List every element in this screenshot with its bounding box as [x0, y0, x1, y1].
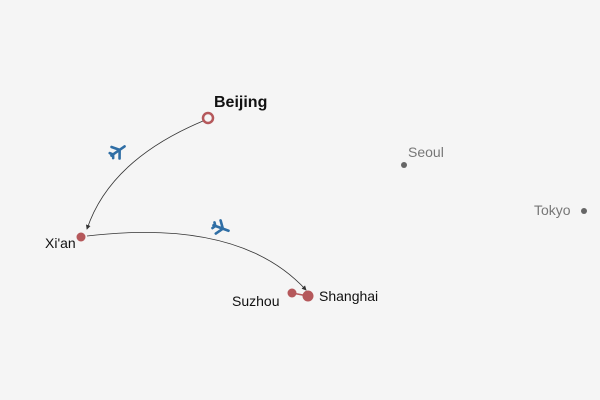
city-marker-seoul[interactable] — [401, 162, 407, 168]
route-xian-shanghai — [86, 232, 307, 291]
city-label-beijing: Beijing — [214, 94, 267, 111]
plane-icon — [106, 139, 130, 163]
city-label-seoul: Seoul — [408, 144, 444, 160]
city-marker-suzhou[interactable] — [287, 288, 297, 298]
city-marker-shanghai[interactable] — [302, 290, 314, 302]
city-label-tokyo: Tokyo — [534, 202, 571, 218]
route-beijing-xian — [85, 120, 204, 230]
city-label-shanghai: Shanghai — [319, 288, 378, 304]
city-label-xian: Xi'an — [45, 235, 76, 251]
city-marker-xian[interactable] — [76, 232, 86, 242]
city-label-suzhou: Suzhou — [232, 293, 279, 309]
city-marker-beijing[interactable] — [201, 111, 215, 125]
plane-icon — [209, 217, 233, 239]
city-marker-tokyo[interactable] — [581, 208, 587, 214]
